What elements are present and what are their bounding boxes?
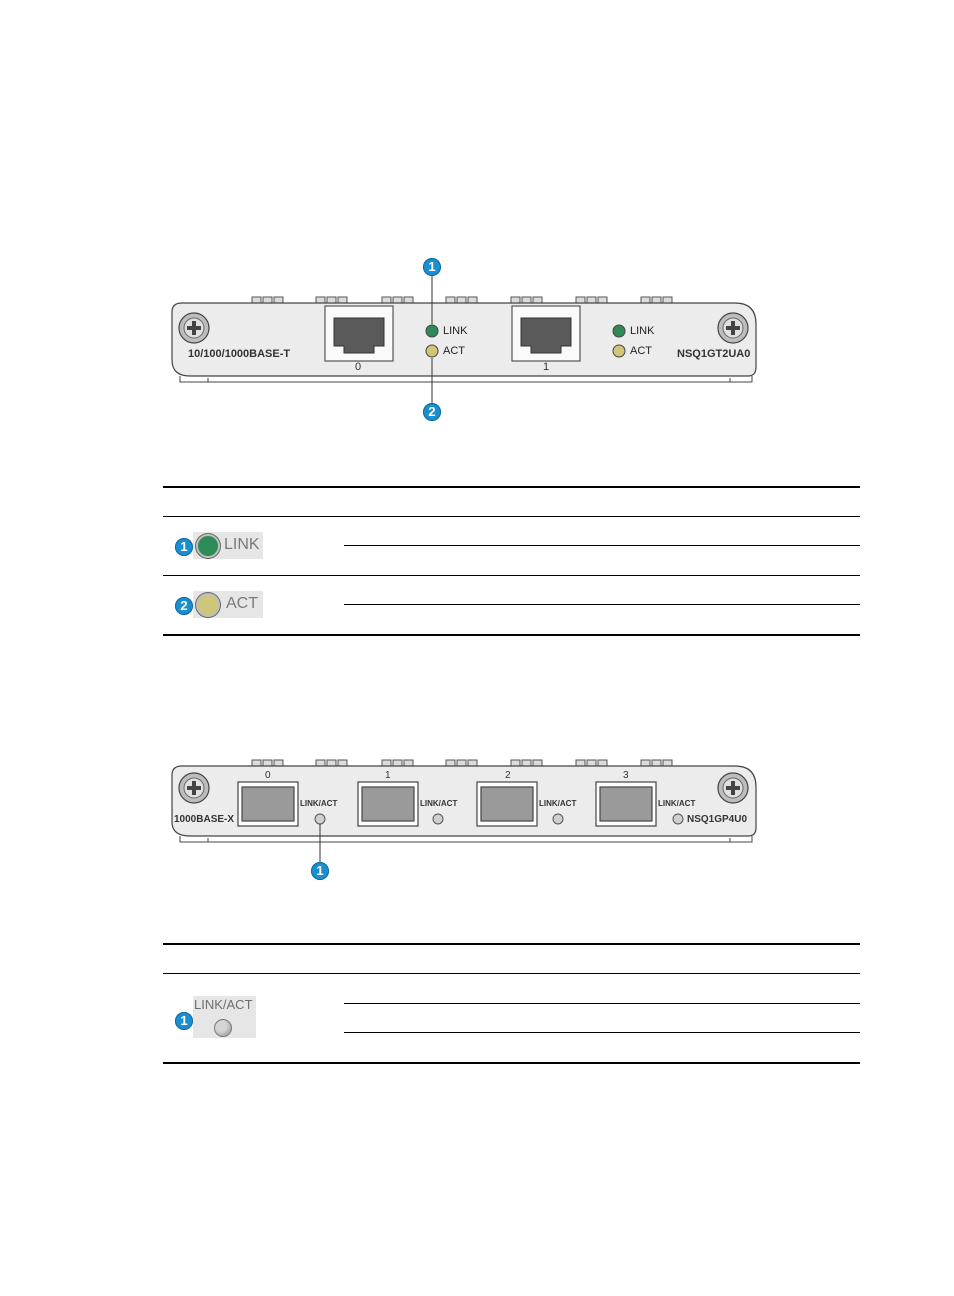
link-act-led-icon [214, 1019, 232, 1037]
callout-2: 2 [175, 597, 193, 615]
port-number-3: 3 [623, 770, 629, 781]
led-swatch-link-act: LINK/ACT [193, 996, 256, 1038]
card-panel-gp [171, 759, 757, 864]
table-rule [163, 634, 860, 636]
port-number-2: 2 [505, 770, 511, 781]
port-type-label: 1000BASE-X [174, 814, 235, 825]
act-led-icon [196, 593, 220, 617]
callout-1: 1 [175, 1012, 193, 1030]
card-panel-gt [171, 276, 757, 404]
port-number-0: 0 [355, 361, 362, 373]
led-link-label-1: LINK [630, 325, 655, 337]
port-type-label: 10/100/1000BASE-T [188, 348, 291, 360]
model-label: NSQ1GT2UA0 [677, 348, 751, 360]
led-swatch-link: LINK [193, 532, 263, 559]
led-label-2: LINK/ACT [539, 799, 577, 808]
table-rule [344, 604, 860, 605]
led-label: ACT [226, 595, 258, 612]
led-swatch-act: ACT [193, 591, 263, 618]
callout-1: 1 [423, 258, 441, 276]
callout-1: 1 [311, 862, 329, 880]
link-led-icon [196, 534, 220, 558]
model-label: NSQ1GP4U0 [687, 814, 748, 825]
callout-1: 1 [175, 538, 193, 556]
led-act-label-0: ACT [443, 345, 465, 357]
led-link-label-0: LINK [443, 325, 468, 337]
table-rule [163, 973, 860, 974]
port-number-1: 1 [385, 770, 391, 781]
led-label-3: LINK/ACT [658, 799, 696, 808]
figure-nsq1gt2ua0: 10/100/1000BASE-T NSQ1GT2UA0 0 1 LINK AC… [160, 250, 780, 430]
table-rule [344, 1032, 860, 1033]
table-rule [163, 486, 860, 488]
table-rule [344, 1003, 860, 1004]
table-rule [344, 545, 860, 546]
table-rule [163, 943, 860, 945]
table-rule [163, 1062, 860, 1064]
led-label: LINK/ACT [194, 997, 253, 1012]
port-number-1: 1 [543, 361, 550, 373]
table-rule [163, 516, 860, 517]
figure-nsq1gp4u0: 1000BASE-X NSQ1GP4U0 0 1 2 3 LINK/ACT LI… [160, 740, 780, 890]
led-label-0: LINK/ACT [300, 799, 338, 808]
led-act-label-1: ACT [630, 345, 652, 357]
table-rule [163, 575, 860, 576]
port-number-0: 0 [265, 770, 271, 781]
led-label: LINK [224, 536, 260, 553]
led-label-1: LINK/ACT [420, 799, 458, 808]
callout-2: 2 [423, 403, 441, 421]
